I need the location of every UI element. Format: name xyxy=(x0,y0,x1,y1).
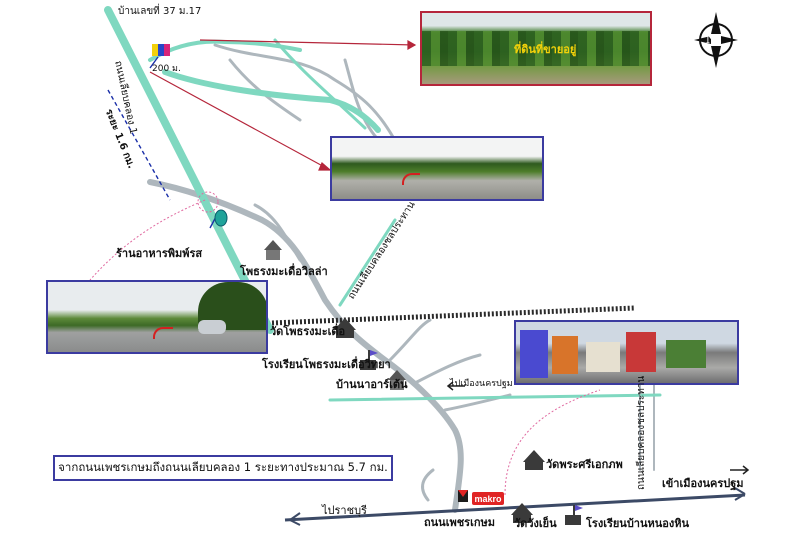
label-house-no: บ้านเลขที่ 37 ม.17 xyxy=(118,6,202,17)
guide-line-top xyxy=(199,39,416,46)
road-east-diag xyxy=(273,38,367,130)
canal-branch-7 xyxy=(421,468,435,502)
makro-logo: makro xyxy=(472,492,504,505)
dist-arrow-16 xyxy=(107,89,171,201)
label-wat-rai-khing: วัดวังเย็น xyxy=(514,517,557,530)
label-ban-na: บ้านนาอาร์เต้น xyxy=(336,378,408,391)
road-north-lane xyxy=(148,39,302,62)
road-klong1 xyxy=(104,6,274,334)
pointer-house xyxy=(149,56,159,69)
label-to-ratchaburi: ไปราชบุรี xyxy=(322,504,367,517)
label-to-nakhonpathom-2: เข้าเมืองนครปฐม xyxy=(662,477,744,490)
label-phrong-villa: โพธรงมะเดื่อวิลล่า xyxy=(240,265,328,278)
label-school-phrong: โรงเรียนโพธรงมะเดื่อวิทยา xyxy=(262,358,391,371)
distance-note: จากถนนเพชรเกษมถึงถนนเลียบคลอง 1 ระยะทางป… xyxy=(53,455,393,481)
canal-branch-3 xyxy=(253,203,302,262)
guide-line-mid xyxy=(149,71,331,171)
restaurant-marker xyxy=(214,209,228,227)
label-wat-phra-sri: วัดพระศรีเอกภพ xyxy=(546,458,623,471)
canal-branch-5 xyxy=(413,353,482,385)
railway xyxy=(271,305,636,326)
photo-restaurant-corner xyxy=(46,280,268,354)
label-phet-kasem: ถนนเพชรเกษม xyxy=(424,516,496,529)
label-to-nakhonpathom-1: ไปเมืองนครปฐม xyxy=(450,379,513,389)
label-restaurant: ร้านอาหารพิมพ์รส xyxy=(116,247,203,260)
arrow-nakhonpathom-west xyxy=(446,381,465,391)
photo-junction xyxy=(330,136,544,201)
road-to-nakhonpathom xyxy=(328,393,662,402)
arrow-to-nakhonpathom xyxy=(734,487,746,501)
canal-north xyxy=(213,43,402,152)
compass-letter: N xyxy=(706,32,717,47)
guide-dotted-left xyxy=(89,199,206,281)
road-to-house xyxy=(162,69,381,133)
label-distance-200: 200 ม. xyxy=(152,64,181,74)
canal-branch-4 xyxy=(388,318,432,362)
guide-arrow-mid-head xyxy=(318,162,332,171)
label-wat-phrong: วัดโพธรงมะเดื่อ xyxy=(270,325,346,338)
house-marker xyxy=(152,44,170,56)
arrow-nakhonpathom-small xyxy=(730,465,750,475)
arrow-to-ratchaburi xyxy=(289,512,301,526)
photo-land: ที่ดินที่ขายอยู่ xyxy=(420,11,652,86)
photo-town-street xyxy=(514,320,739,385)
label-klong-sri: ถนนเลียบคลองชลประทาน xyxy=(636,375,647,490)
landmark-icons xyxy=(264,240,583,525)
road-chonprathan xyxy=(338,218,397,307)
junction-circle xyxy=(197,191,219,213)
guide-arrow-top-head xyxy=(407,39,417,51)
compass-icon xyxy=(694,12,738,68)
label-school-nong-hin: โรงเรียนบ้านหนองหิน xyxy=(586,517,690,530)
road-phetkasem xyxy=(284,493,746,522)
guide-dotted-right xyxy=(504,389,601,496)
photo-caption: ที่ดินที่ขายอยู่ xyxy=(514,43,577,56)
